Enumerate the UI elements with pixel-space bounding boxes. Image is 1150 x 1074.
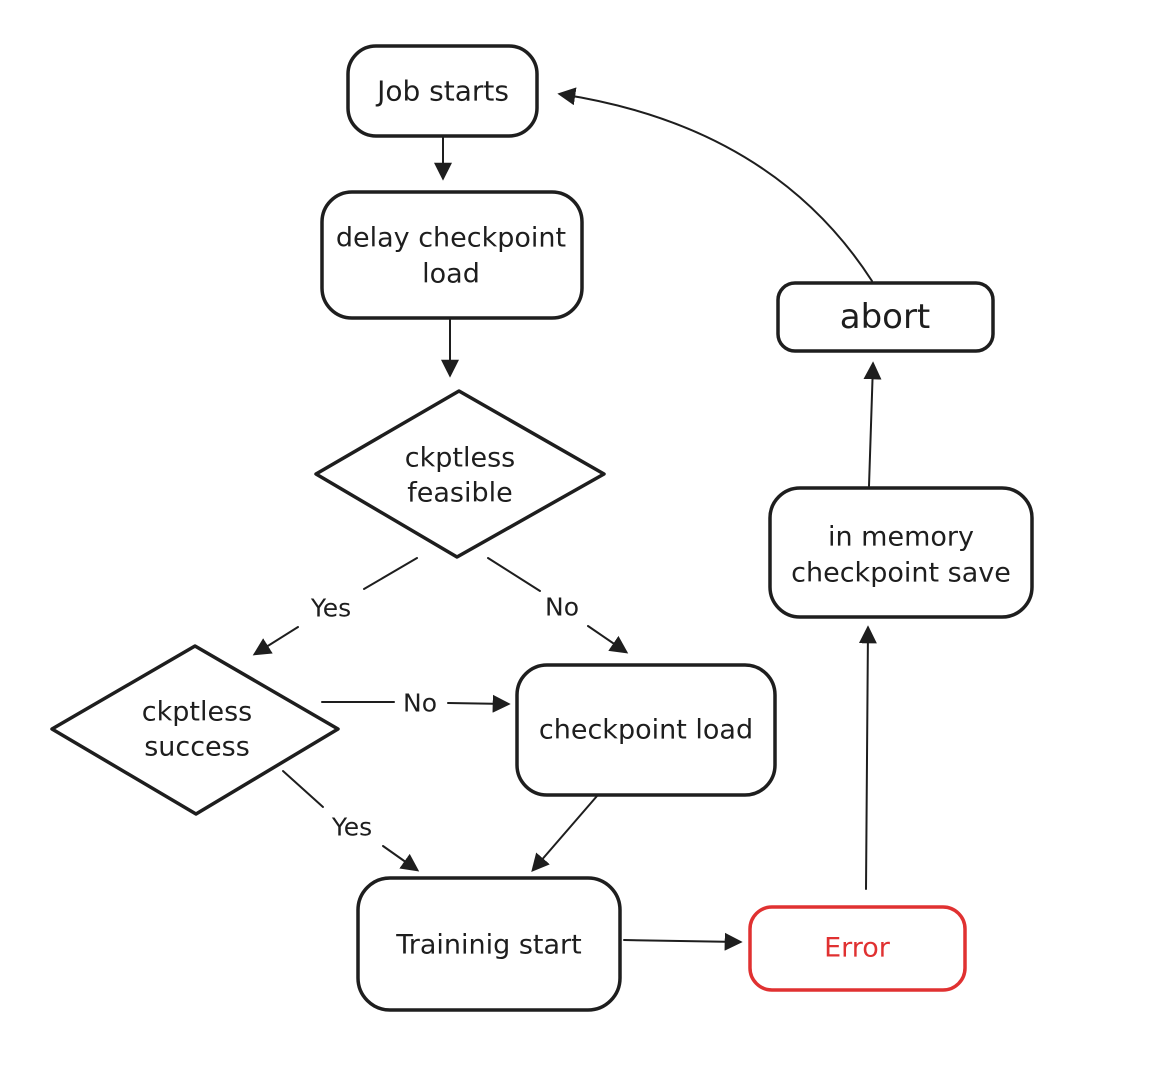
node-delay-checkpoint-load-line1: delay checkpoint bbox=[336, 223, 566, 254]
edge-label-success-yes: Yes bbox=[331, 813, 372, 842]
node-job-starts-shape bbox=[346, 44, 539, 138]
edge-label-success-no: No bbox=[403, 689, 437, 718]
node-error: Error bbox=[748, 905, 967, 992]
node-ckptless-feasible-shape bbox=[314, 389, 606, 559]
node-in-memory-checkpoint-save: in memory checkpoint save bbox=[768, 486, 1034, 619]
node-job-starts: Job starts bbox=[346, 44, 539, 138]
edge-abort-to-job bbox=[557, 87, 873, 282]
edge-inmemory-to-abort bbox=[863, 361, 882, 487]
node-training-start: Traininig start bbox=[356, 876, 622, 1012]
edge-feasible-yes-seg2 bbox=[252, 626, 299, 656]
node-error-label: Error bbox=[824, 933, 891, 964]
node-ckptless-feasible-line2: feasible bbox=[407, 478, 512, 509]
node-delay-checkpoint-load: delay checkpoint load bbox=[320, 190, 584, 320]
node-in-memory-checkpoint-save-shape bbox=[768, 486, 1034, 619]
node-delay-checkpoint-load-shape bbox=[320, 190, 584, 320]
node-ckptless-success: ckptless success bbox=[50, 644, 340, 816]
node-ckptless-feasible: ckptless feasible bbox=[314, 389, 606, 559]
node-training-start-shape bbox=[356, 876, 622, 1012]
edge-success-yes-seg2 bbox=[382, 845, 420, 872]
node-checkpoint-load-label: checkpoint load bbox=[539, 715, 753, 746]
node-abort-shape bbox=[776, 281, 995, 353]
edge-feasible-yes-seg1 bbox=[363, 557, 418, 590]
edge-label-feasible-yes: Yes bbox=[310, 594, 351, 623]
node-in-memory-checkpoint-save-line1: in memory bbox=[828, 522, 974, 553]
edge-checkpoint-to-training bbox=[531, 795, 598, 873]
edge-feasible-no-seg2 bbox=[587, 625, 629, 654]
edge-training-to-error bbox=[623, 932, 743, 951]
node-in-memory-checkpoint-save-line2: checkpoint save bbox=[791, 558, 1011, 589]
node-delay-checkpoint-load-line2: load bbox=[422, 259, 480, 290]
node-checkpoint-load-shape bbox=[515, 663, 777, 797]
edge-feasible-no-seg1 bbox=[487, 557, 541, 592]
node-ckptless-feasible-line1: ckptless bbox=[405, 443, 515, 474]
node-job-starts-label: Job starts bbox=[375, 75, 509, 108]
edge-success-no-seg2 bbox=[447, 694, 511, 713]
node-ckptless-success-shape bbox=[50, 644, 340, 816]
node-abort: abort bbox=[776, 281, 995, 353]
node-checkpoint-load: checkpoint load bbox=[515, 663, 777, 797]
node-training-start-label: Traininig start bbox=[395, 930, 582, 961]
node-error-shape bbox=[748, 905, 967, 992]
node-abort-label: abort bbox=[840, 297, 931, 337]
edge-label-feasible-no: No bbox=[545, 593, 579, 622]
node-ckptless-success-line2: success bbox=[144, 732, 250, 763]
edge-error-to-inmemory bbox=[858, 625, 877, 890]
edge-success-yes-seg1 bbox=[282, 770, 324, 808]
node-ckptless-success-line1: ckptless bbox=[142, 697, 252, 728]
